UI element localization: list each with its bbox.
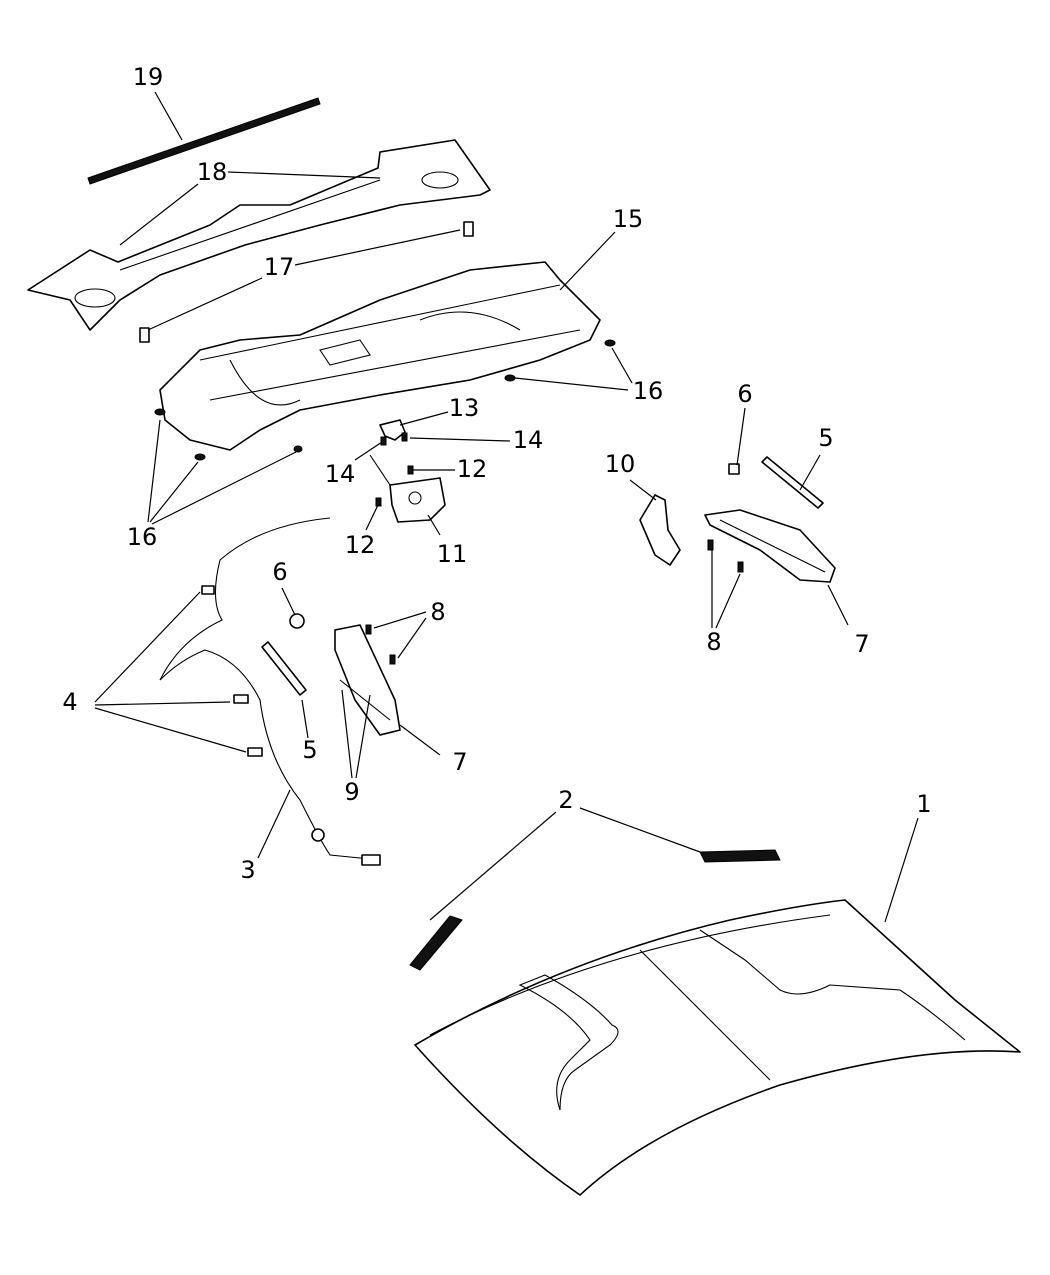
callout-14-right: 14 <box>513 426 544 454</box>
callout-7-right: 7 <box>854 630 869 658</box>
callout-12-left: 12 <box>345 531 376 559</box>
callout-6-right: 6 <box>737 380 752 408</box>
part-6-right-ball-stud <box>728 463 740 475</box>
part-8-right-bolts <box>707 539 744 573</box>
callout-7-left: 7 <box>452 748 467 776</box>
part-1-hood <box>414 899 1021 1196</box>
part-15-hood-inner-panel <box>159 261 601 451</box>
callout-9: 9 <box>344 778 359 806</box>
bumper-17-set <box>139 221 474 343</box>
callout-16-right: 16 <box>633 377 664 405</box>
part-10-hinge-cover <box>639 494 681 566</box>
part-6-left-ball-stud <box>289 613 305 629</box>
callout-3: 3 <box>240 856 255 884</box>
callout-17: 17 <box>264 253 295 281</box>
callout-8-left: 8 <box>430 598 445 626</box>
part-18-cowl-panel <box>27 139 491 331</box>
leader-lines <box>94 91 919 923</box>
part-4-clips <box>201 585 263 757</box>
callout-1: 1 <box>916 790 931 818</box>
callout-10: 10 <box>605 450 636 478</box>
callout-18: 18 <box>197 158 228 186</box>
callouts: 19 18 17 15 16 16 13 14 14 12 12 11 10 6… <box>62 63 931 884</box>
part-13-striker-bracket <box>379 419 406 441</box>
callout-4: 4 <box>62 688 77 716</box>
part-2-scoop-trim <box>409 849 781 971</box>
callout-15: 15 <box>613 205 644 233</box>
part-7-left-hinge <box>334 624 401 736</box>
callout-14-left: 14 <box>325 460 356 488</box>
part-5-right-gas-strut <box>761 456 824 509</box>
part-11-hood-latch <box>369 454 446 523</box>
callout-12-right: 12 <box>457 455 488 483</box>
callout-6-left: 6 <box>272 558 287 586</box>
part-14-screws <box>380 432 408 446</box>
callout-5-right: 5 <box>818 424 833 452</box>
callout-16-left: 16 <box>127 523 158 551</box>
callout-8-right: 8 <box>706 628 721 656</box>
callout-2: 2 <box>558 786 573 814</box>
part-3-release-cable <box>159 517 381 866</box>
callout-5-left: 5 <box>302 736 317 764</box>
callout-13: 13 <box>449 394 480 422</box>
clip-16-set <box>154 339 616 461</box>
callout-11: 11 <box>437 540 468 568</box>
part-8-left-bolts <box>365 624 396 665</box>
part-5-left-gas-strut <box>261 641 307 696</box>
callout-19: 19 <box>133 63 164 91</box>
part-7-right-hinge <box>704 509 836 583</box>
part-19-weatherstrip <box>87 97 321 185</box>
